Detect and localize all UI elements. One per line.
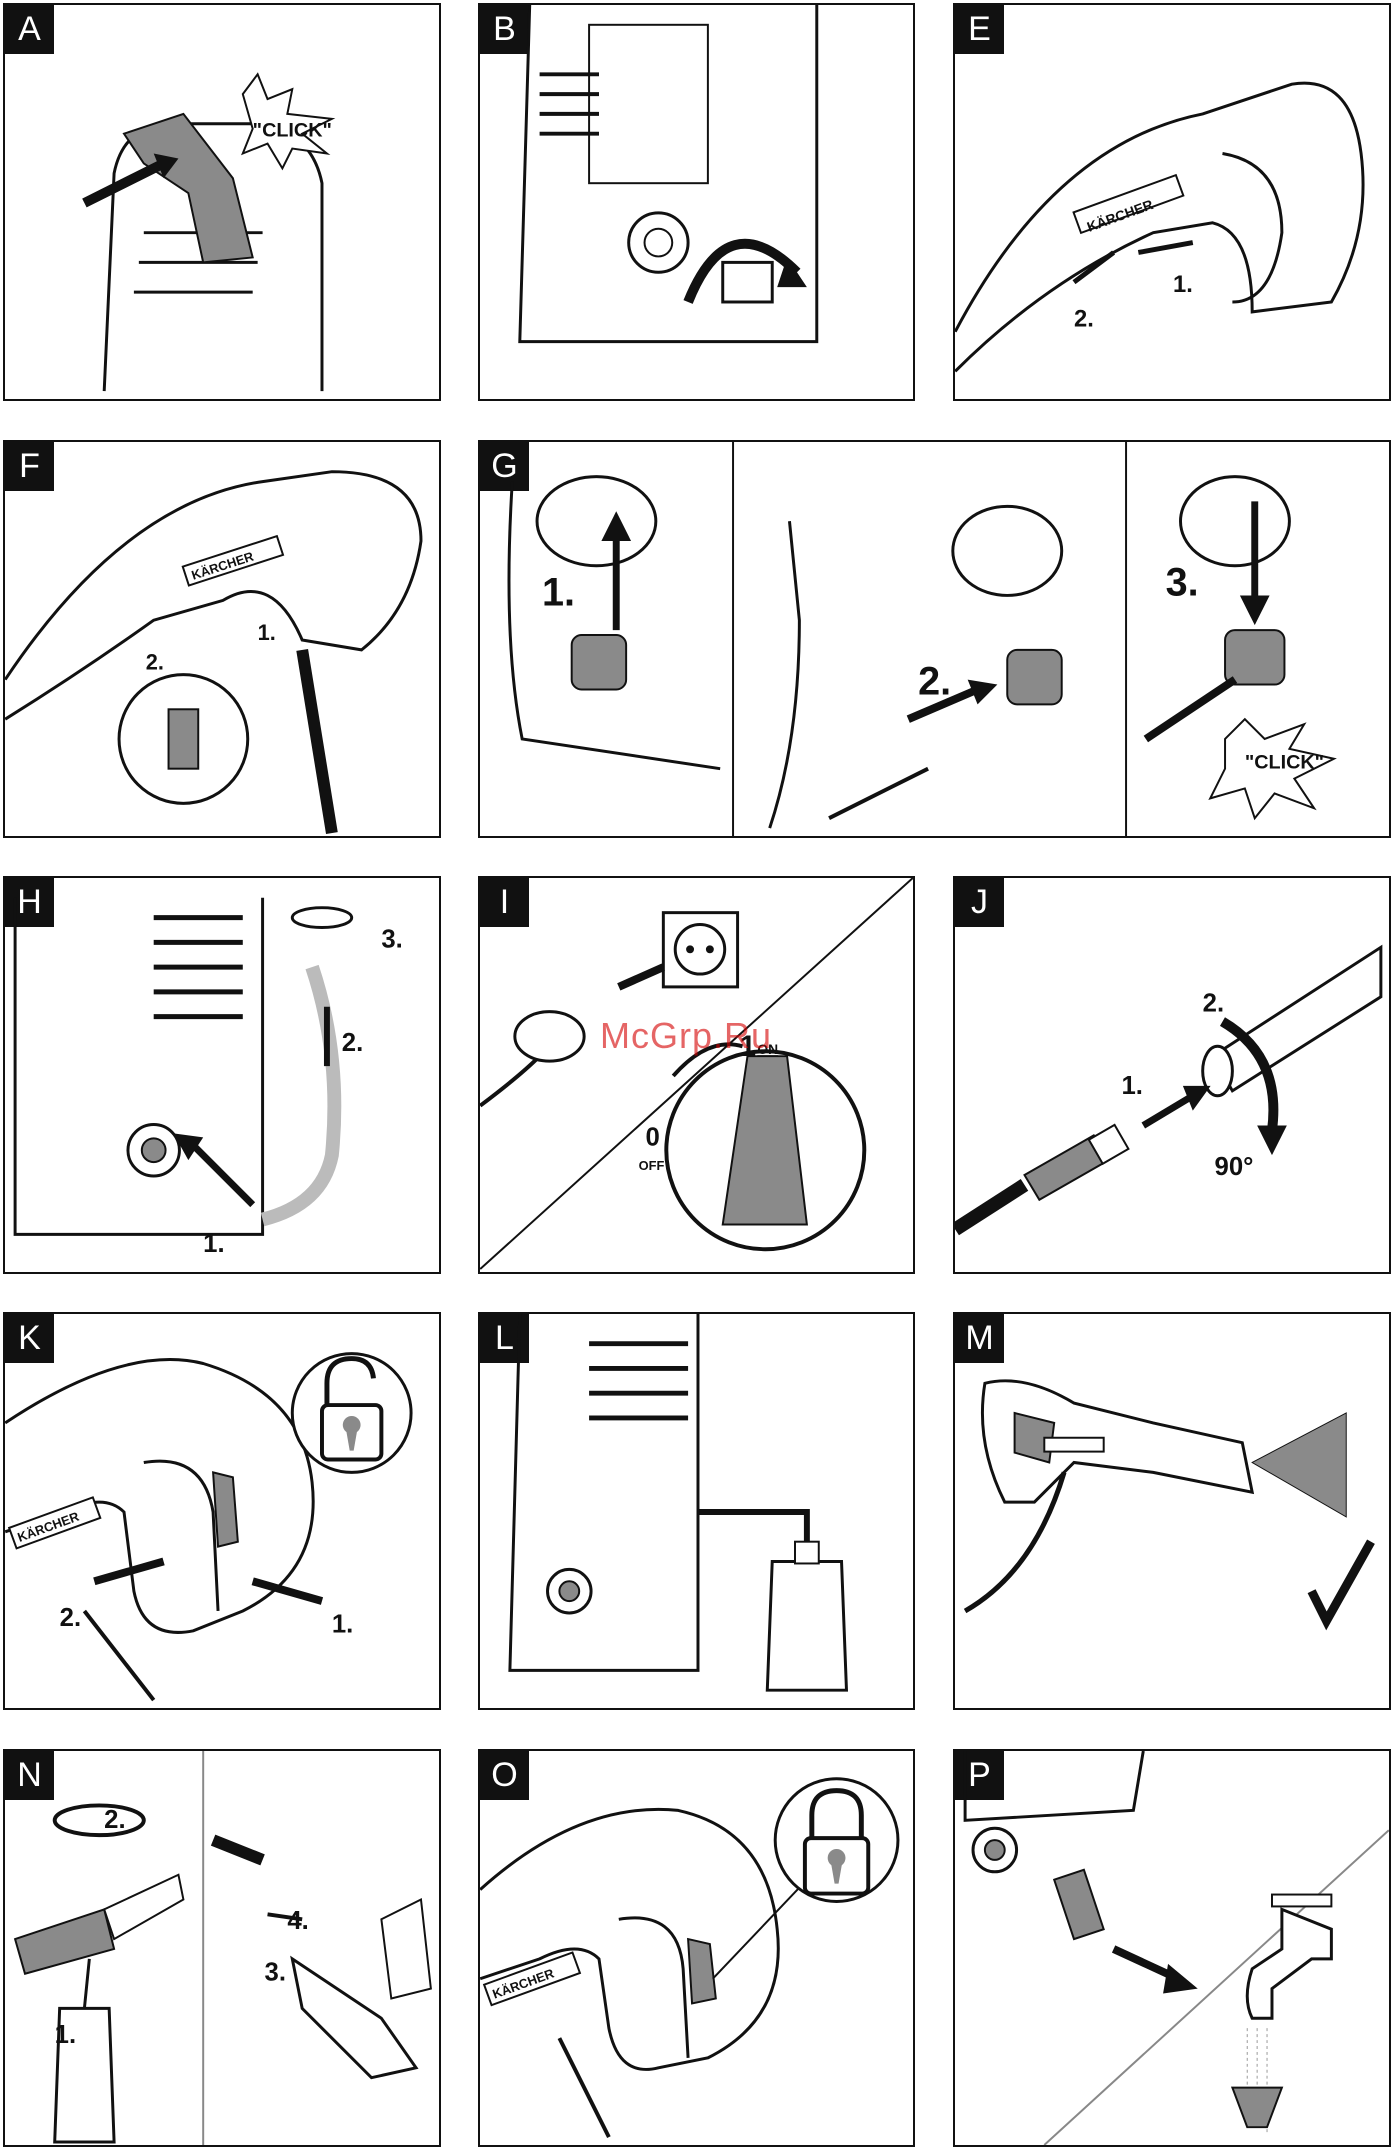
illustration-hose-to-gun: KÄRCHER 2. 1. [5, 442, 439, 836]
step-1: 1. [542, 570, 575, 614]
step-1: 1. [258, 620, 276, 645]
panel-m: M [953, 1312, 1391, 1710]
click-callout: "CLICK" [253, 120, 332, 142]
panel-i: I 1 ON 0 OFF [478, 876, 915, 1274]
illustration-trigger-unlock: KÄRCHER 2. 1. [5, 1314, 439, 1708]
step-3: 3. [381, 925, 402, 953]
illustration-spray-lance: 1. 2. 90° [955, 878, 1389, 1272]
panel-l: L [478, 1312, 915, 1710]
step-1: 1. [1122, 1072, 1143, 1100]
illustration-filter-clean [955, 1751, 1389, 2145]
illustration-handle-click: "CLICK" [5, 5, 439, 399]
panel-f: F KÄRCHER 2. 1. [3, 440, 441, 838]
off-label: OFF [639, 1158, 665, 1173]
step-2: 2. [146, 650, 164, 675]
step-1: 1. [203, 1230, 224, 1258]
step-1: 1. [332, 1611, 353, 1639]
illustration-power-switch: 1 ON 0 OFF [480, 878, 913, 1272]
panel-p: P [953, 1749, 1391, 2147]
step-2: 2. [342, 1029, 363, 1057]
panel-h: H 1. 2. 3. [3, 876, 441, 1274]
angle-label: 90° [1215, 1153, 1254, 1181]
illustration-hose-to-unit: 1. 2. 3. "CLICK" [480, 442, 1389, 836]
watermark: McGrp.Ru [600, 1015, 772, 1057]
checkmark-icon [1312, 1542, 1371, 1621]
panel-j: J 1. 2. 90° [953, 876, 1391, 1274]
panel-n: N 2. 1. 4. 3. [3, 1749, 441, 2147]
illustration-trigger-lock: KÄRCHER [480, 1751, 913, 2145]
step-4: 4. [287, 1907, 308, 1935]
panel-a: A "CLICK" [3, 3, 441, 401]
illustration-detergent-bottle [480, 1314, 913, 1708]
panel-e: E KÄRCHER 1. 2. [953, 3, 1391, 401]
panel-o: O KÄRCHER [478, 1749, 915, 2147]
step-2: 2. [918, 659, 951, 703]
step-2: 2. [1203, 990, 1224, 1018]
panel-k: K KÄRCHER 2. 1. [3, 1312, 441, 1710]
step-2: 2. [60, 1604, 81, 1632]
step-2: 2. [104, 1806, 125, 1834]
step-1: 1. [55, 2021, 76, 2049]
illustration-gun-release: KÄRCHER 1. 2. [955, 5, 1389, 399]
step-1: 1. [1173, 271, 1193, 298]
illustration-nozzle-attach: 2. 1. 4. 3. [5, 1751, 439, 2145]
illustration-spraying [955, 1314, 1389, 1708]
panel-g: G 1. 2. 3. "CLICK" [478, 440, 1391, 838]
click-callout: "CLICK" [1245, 752, 1324, 774]
step-2: 2. [1074, 306, 1094, 333]
step-3: 3. [265, 1959, 286, 1987]
panel-b: B [478, 3, 915, 401]
illustration-garden-hose: 1. 2. 3. [5, 878, 439, 1272]
off-number: 0 [646, 1123, 660, 1151]
illustration-water-connector [480, 5, 913, 399]
step-3: 3. [1166, 560, 1199, 604]
